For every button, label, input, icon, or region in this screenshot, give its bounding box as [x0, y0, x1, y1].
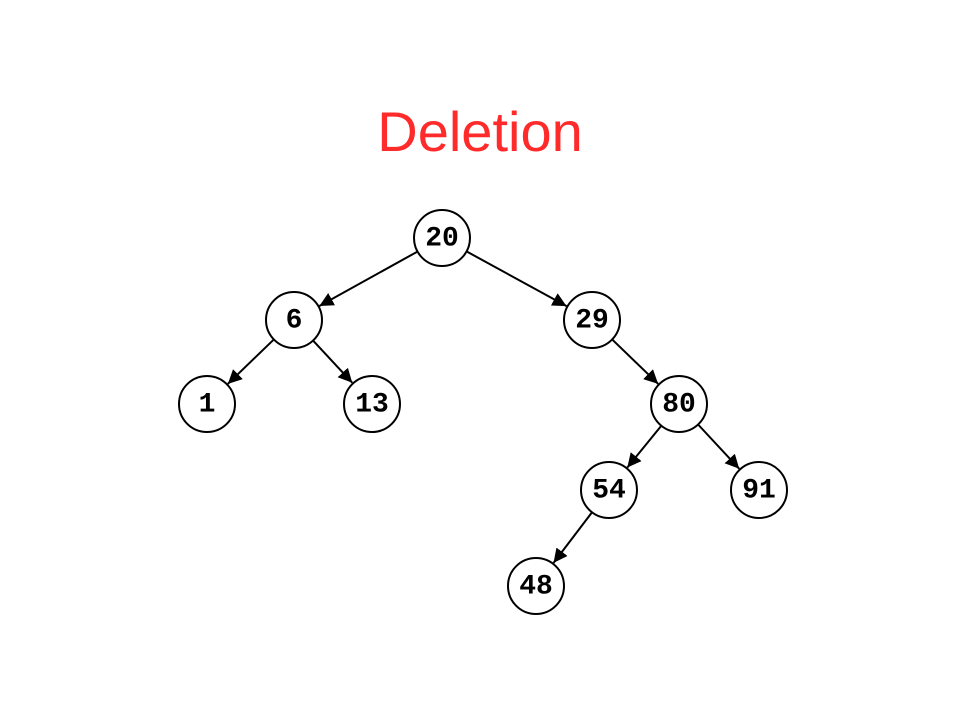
tree-node-circle: [580, 461, 638, 519]
tree-node-circle: [343, 375, 401, 433]
slide-title: Deletion: [377, 100, 583, 163]
tree-node: 91: [730, 461, 788, 519]
tree-node-circle: [730, 461, 788, 519]
tree-edge-arrow: [611, 338, 659, 385]
tree-node-label: 54: [592, 476, 626, 507]
tree-node-circle: [563, 291, 621, 349]
tree-node-circle: [265, 291, 323, 349]
tree-edge-arrow: [466, 250, 568, 307]
tree-node: 80: [650, 375, 708, 433]
tree-node-circle: [413, 209, 471, 267]
tree-node-label: 48: [519, 572, 553, 603]
tree-node-label: 13: [355, 390, 389, 421]
tree-edge-arrow: [552, 511, 593, 564]
tree-node-label: 29: [575, 306, 609, 337]
tree-edge-arrow: [626, 425, 663, 469]
tree-node-circle: [178, 375, 236, 433]
tree-node-label: 20: [425, 224, 459, 255]
tree-node-label: 80: [662, 390, 696, 421]
tree-node: 13: [343, 375, 401, 433]
tree-node: 48: [507, 557, 565, 615]
tree-node: 29: [563, 291, 621, 349]
tree-node-circle: [507, 557, 565, 615]
tree-node-label: 6: [286, 306, 303, 337]
tree-edge-arrow: [318, 250, 418, 307]
tree-node: 1: [178, 375, 236, 433]
tree-node: 6: [265, 291, 323, 349]
tree-node-label: 91: [742, 476, 776, 507]
tree-node-label: 1: [199, 390, 216, 421]
tree-node-circle: [650, 375, 708, 433]
tree-edges: [227, 250, 740, 564]
tree-edge-arrow: [697, 423, 740, 470]
tree-edge-arrow: [227, 338, 275, 385]
tree-nodes: 20 6 29 1 13 80 54 91 48: [178, 209, 788, 615]
tree-node: 54: [580, 461, 638, 519]
tree-node: 20: [413, 209, 471, 267]
tree-edge-arrow: [312, 339, 353, 384]
